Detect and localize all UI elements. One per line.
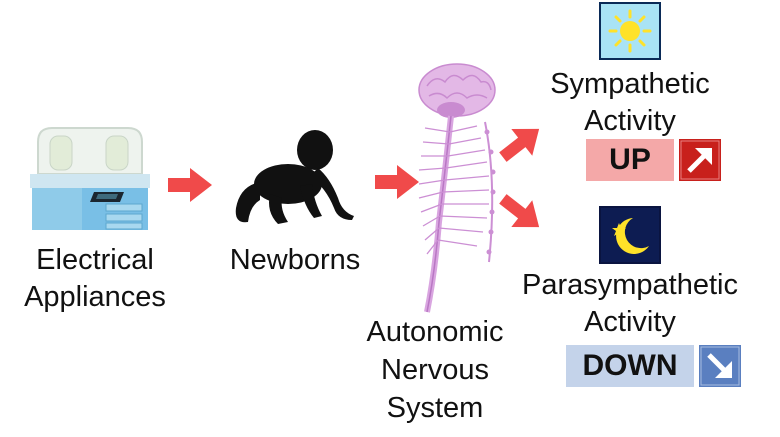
parasympathetic-label-line2: Activity [584, 306, 676, 338]
up-badge: UP [586, 139, 674, 181]
parasympathetic-label: Parasympathetic Activity [505, 267, 755, 341]
down-badge: DOWN [566, 345, 694, 387]
nervous-system-illustration [418, 63, 496, 313]
ans-label-line2: Nervous [381, 354, 489, 386]
arrow-up-right-icon [679, 139, 721, 181]
flow-arrow-down-right [499, 194, 540, 228]
flow-arrow-up-right [499, 128, 540, 162]
incubator-illustration [30, 127, 150, 230]
sympathetic-label-line1: Sympathetic [550, 68, 710, 100]
arrow-down-right-icon [699, 345, 741, 387]
sympathetic-label-line2: Activity [584, 105, 676, 137]
appliances-label-line1: Electrical [36, 244, 154, 276]
ans-label-line1: Autonomic [366, 316, 504, 348]
baby-silhouette-icon [235, 130, 354, 224]
flow-arrow-1 [168, 168, 212, 202]
ans-label-line3: System [386, 392, 484, 424]
flow-arrow-2 [375, 165, 419, 199]
moon-icon [599, 206, 661, 264]
ans-label: Autonomic Nervous System [360, 313, 510, 427]
appliances-label: Electrical Appliances [10, 242, 180, 316]
newborns-label: Newborns [229, 244, 361, 276]
parasympathetic-label-line1: Parasympathetic [522, 269, 738, 301]
appliances-label-line2: Appliances [24, 281, 166, 313]
sun-icon [599, 2, 661, 60]
sympathetic-label: Sympathetic Activity [535, 66, 725, 140]
